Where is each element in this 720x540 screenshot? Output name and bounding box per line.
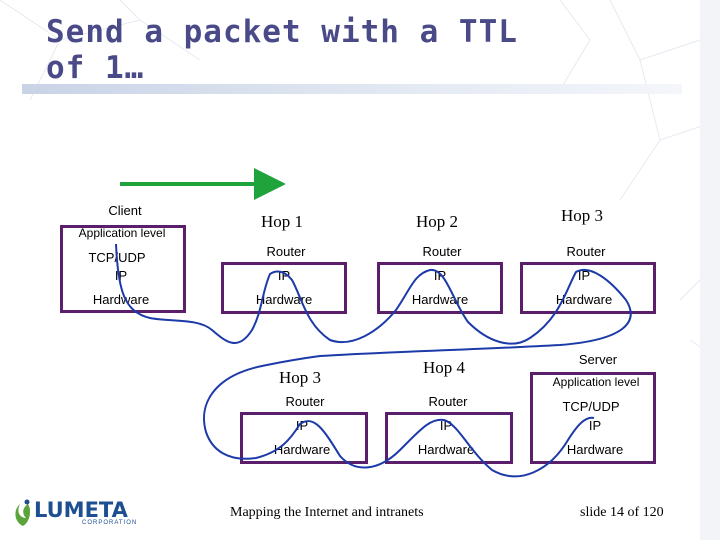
footer-center-text: Mapping the Internet and intranets <box>230 505 424 521</box>
slide-number: slide 14 of 120 <box>580 505 664 521</box>
lumeta-logo-sub: CORPORATION <box>82 520 137 526</box>
lumeta-logo-text: LUMETA <box>34 498 128 522</box>
packet-route-line <box>116 244 631 476</box>
lumeta-swirl-icon <box>12 498 34 528</box>
lumeta-logo: LUMETA CORPORATION <box>12 498 142 530</box>
